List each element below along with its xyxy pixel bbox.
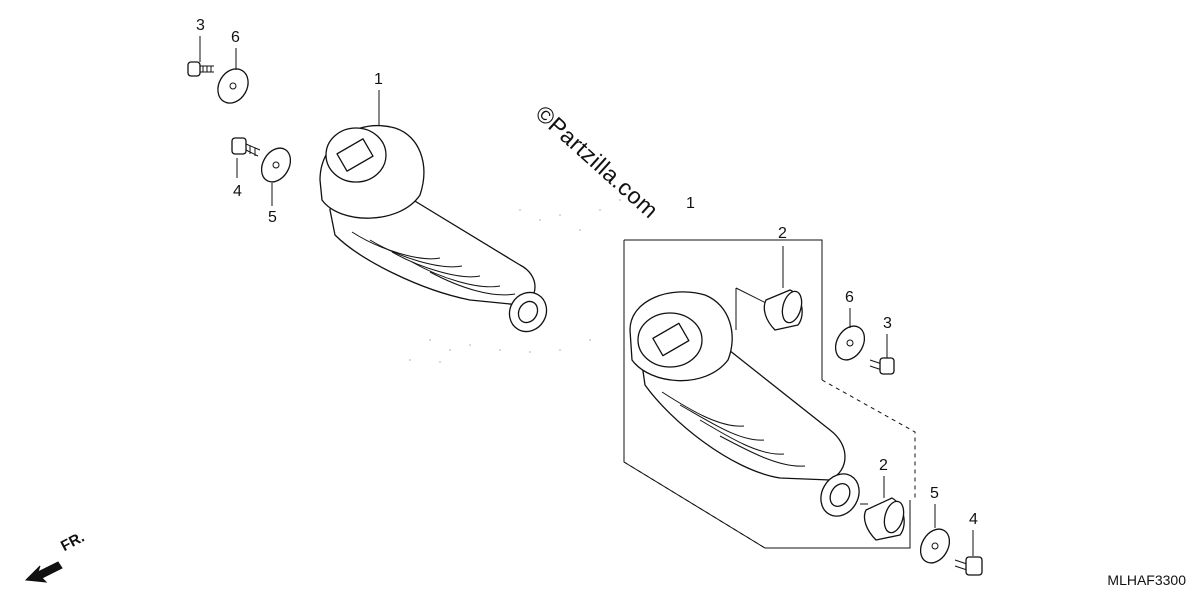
callout-right-bolt-bottom: 4 [969, 511, 978, 528]
right-shock-absorber[interactable] [629, 291, 867, 523]
left-washer-top[interactable] [212, 63, 254, 108]
callout-left-washer-top: 6 [231, 29, 240, 46]
right-bolt-bottom[interactable] [954, 556, 983, 576]
left-washer-lower[interactable] [256, 143, 297, 187]
right-washer-top[interactable] [830, 321, 871, 365]
callout-left-shock: 1 [374, 71, 383, 88]
callout-left-washer-lower: 5 [268, 209, 277, 226]
right-bolt-top[interactable] [869, 357, 895, 375]
diagram-code: MLHAF3300 [1107, 572, 1186, 588]
callout-left-bolt-lower: 4 [233, 183, 242, 200]
left-shock-absorber[interactable] [319, 124, 621, 363]
right-washer-bottom[interactable] [915, 524, 956, 568]
callout-right-washer-bottom: 5 [930, 485, 939, 502]
arrow-down-left-icon [24, 561, 63, 583]
left-bolt-top[interactable] [187, 61, 214, 77]
callout-right-shock: 1 [686, 195, 695, 212]
left-bolt-lower[interactable] [231, 137, 261, 157]
callout-right-bolt-top: 3 [883, 315, 892, 332]
callout-right-washer-top: 6 [845, 289, 854, 306]
right-bushing-top[interactable] [763, 289, 805, 331]
callout-right-bushing-bottom: 2 [879, 457, 888, 474]
callout-right-bushing-top: 2 [778, 225, 787, 242]
right-bushing-bottom[interactable] [863, 497, 906, 541]
callout-left-bolt-top: 3 [196, 17, 205, 34]
right-shock-group-frame [623, 239, 916, 549]
